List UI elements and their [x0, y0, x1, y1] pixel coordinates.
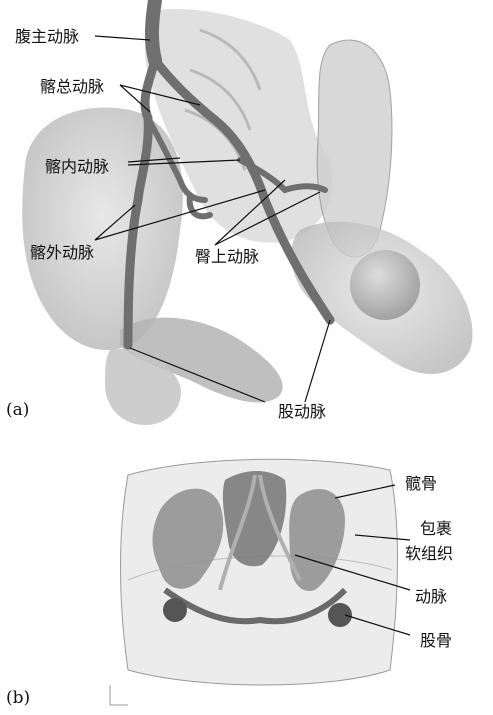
label-internal-iliac: 髂内动脉 [45, 158, 109, 176]
panel-a-tag: (a) [6, 400, 29, 420]
label-wrapping-1: 包裹 [420, 520, 452, 538]
axis-marker [110, 685, 128, 705]
label-femoral: 股动脉 [278, 403, 326, 421]
panel-a: 腹主动脉 髂总动脉 髂内动脉 髂外动脉 臀上动脉 股动脉 (a) [0, 0, 493, 430]
pelvis-artery-illustration [0, 0, 493, 430]
label-femur: 股骨 [420, 632, 452, 650]
panel-b: 髋骨 包裹 软组织 动脉 股骨 (b) [0, 440, 493, 715]
label-wrapping-2: 软组织 [405, 545, 453, 563]
label-superior-gluteal: 臀上动脉 [195, 248, 259, 266]
right-femoral-head [350, 250, 420, 320]
label-common-iliac: 髂总动脉 [40, 78, 104, 96]
label-abdominal-aorta: 腹主动脉 [15, 28, 79, 46]
right-femur-head [328, 603, 352, 627]
label-artery: 动脉 [415, 588, 447, 606]
left-femur-head [163, 598, 187, 622]
label-ilium: 髋骨 [405, 475, 437, 493]
label-external-iliac: 髂外动脉 [30, 244, 94, 262]
panel-b-tag: (b) [6, 688, 30, 708]
